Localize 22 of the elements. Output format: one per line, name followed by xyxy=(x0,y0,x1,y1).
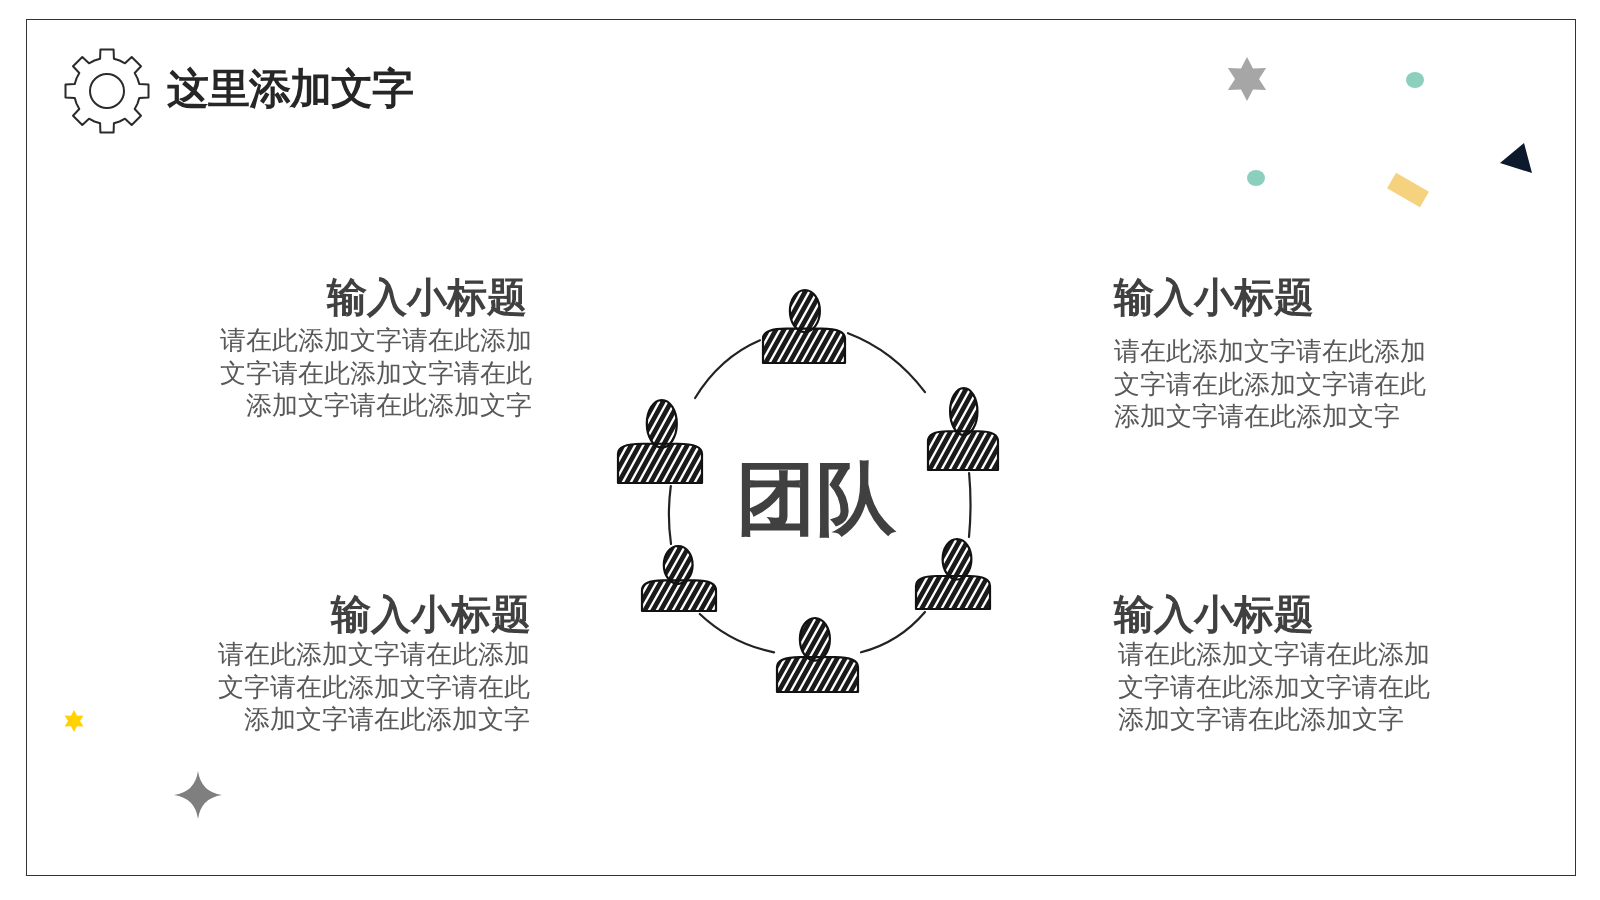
connector-line xyxy=(859,610,927,654)
body-text: 请在此添加文字请在此添加文字请在此添加文字请在此添加文字请在此添加文字 xyxy=(217,638,530,736)
person-icon xyxy=(774,616,861,695)
person-icon xyxy=(760,288,848,366)
subheading: 输入小标题 xyxy=(1114,274,1314,320)
subheading: 输入小标题 xyxy=(331,591,531,637)
person-icon xyxy=(615,398,705,486)
person-icon xyxy=(639,544,719,614)
connector-line xyxy=(667,484,673,546)
title: 这里添加文字 xyxy=(167,64,413,115)
subheading: 输入小标题 xyxy=(1114,591,1314,637)
person-icon xyxy=(913,537,993,612)
person-icon xyxy=(925,386,1001,473)
subheading: 输入小标题 xyxy=(327,274,527,320)
connector-line xyxy=(967,471,972,539)
body-text: 请在此添加文字请在此添加文字请在此添加文字请在此添加文字请在此添加文字 xyxy=(1118,638,1431,736)
body-text: 请在此添加文字请在此添加文字请在此添加文字请在此添加文字请在此添加文字 xyxy=(219,324,532,422)
center-label: 团队 xyxy=(736,455,896,543)
body-text: 请在此添加文字请在此添加文字请在此添加文字请在此添加文字请在此添加文字 xyxy=(1114,335,1427,433)
connector-line xyxy=(694,339,762,400)
connector-line xyxy=(698,612,776,654)
connector-line xyxy=(846,332,927,394)
